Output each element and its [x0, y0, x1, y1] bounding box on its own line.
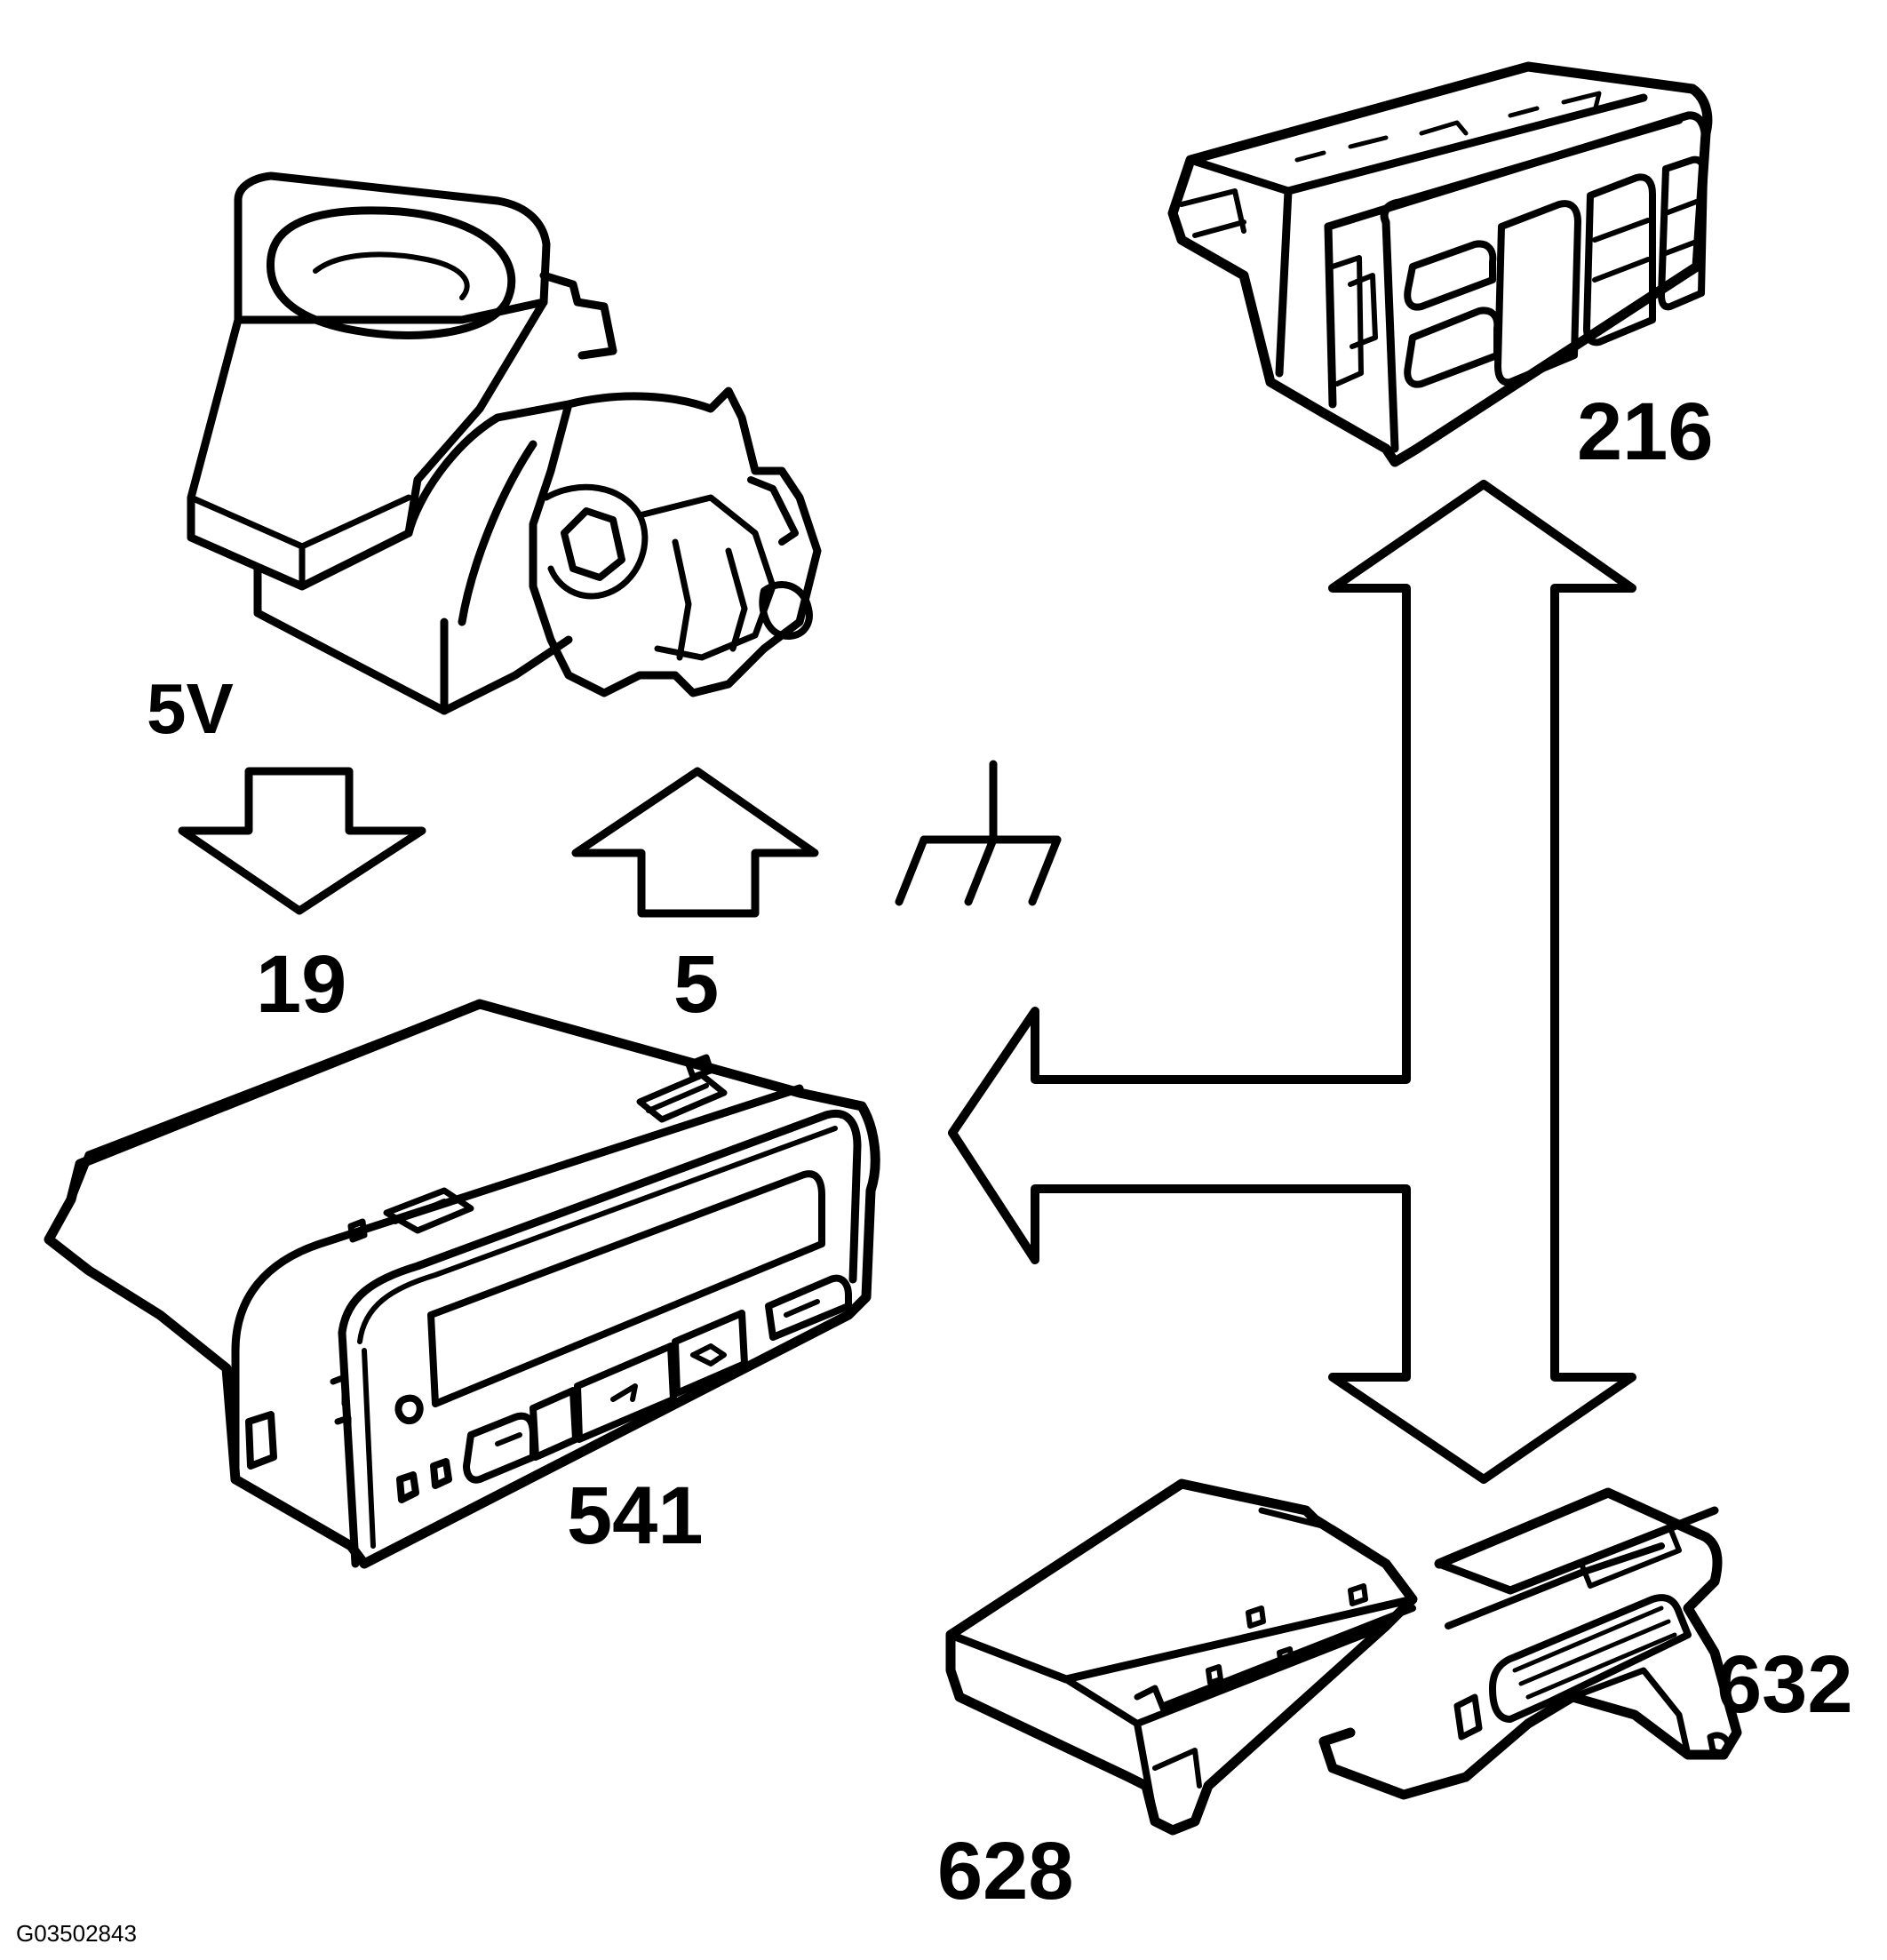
- climate-panel-216: [1167, 61, 1713, 467]
- label-pin-supply: 19: [256, 939, 347, 1030]
- label-climate-panel: 216: [1577, 386, 1714, 477]
- label-pin-signal: 5: [673, 939, 720, 1030]
- bus-arrows: [948, 480, 1636, 1484]
- ground-symbol: [895, 760, 1062, 906]
- label-display-module: 541: [567, 1470, 704, 1561]
- display-module-541: [44, 999, 880, 1569]
- label-control-module-a: 628: [937, 1826, 1074, 1916]
- label-supply-voltage: 5V: [147, 669, 234, 748]
- throttle-body-component: [187, 171, 822, 715]
- label-control-module-b: 632: [1716, 1639, 1853, 1730]
- figure-code: G03502843: [16, 1920, 137, 1947]
- supply-arrow-down: [178, 767, 426, 915]
- control-modules-628-632: [945, 1478, 1742, 1836]
- signal-arrow-up: [571, 767, 819, 918]
